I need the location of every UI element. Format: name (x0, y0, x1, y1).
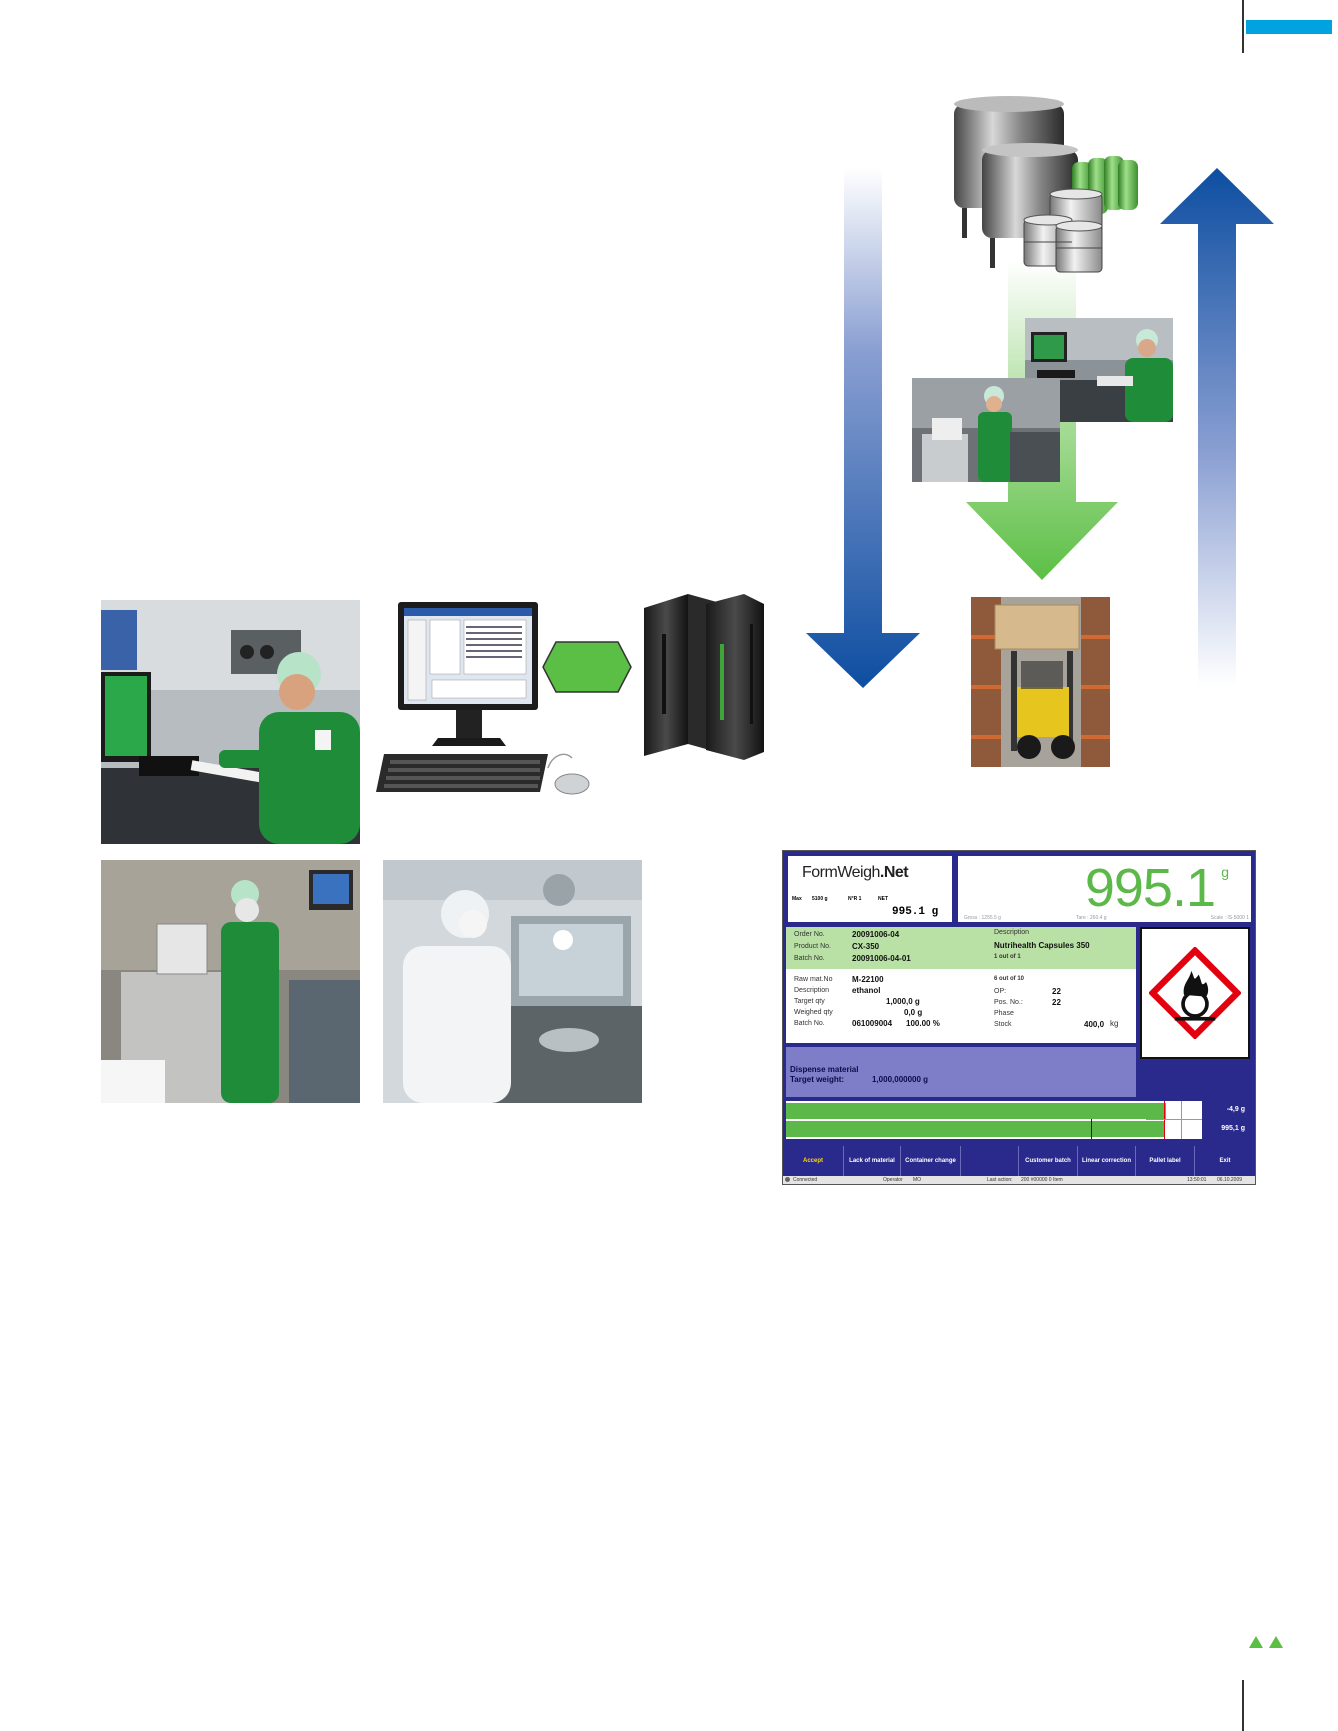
page-next-triangle-icon[interactable] (1248, 1634, 1290, 1650)
accept-button[interactable]: Accept (783, 1146, 844, 1176)
empty-function-button[interactable] (961, 1146, 1019, 1176)
target-qty-value: 1,000,0 g (886, 997, 920, 1006)
mat-desc-value: ethanol (852, 986, 881, 995)
photo-forklift-warehouse (971, 597, 1110, 767)
mat-batch-value: 061009004 (852, 1019, 893, 1028)
order-panel: Order No. 20091006-04 Product No. CX-350… (786, 927, 1136, 969)
product-no-label: Product No. (794, 943, 831, 950)
info-small-weight: 995.1 g (892, 906, 939, 918)
weighed-qty-label: Weighed qty (794, 1009, 833, 1016)
tanks-illustration (954, 96, 1138, 273)
status-bar: Connected Operator MO Last action: 200 #… (783, 1176, 1255, 1184)
photo-cleanroom-operator (383, 860, 642, 1103)
logo-dot-net: .Net (879, 864, 909, 881)
status-last-label: Last action: (987, 1177, 1013, 1183)
stock-label: Stock (994, 1021, 1012, 1028)
product-no-value: CX-350 (852, 942, 880, 951)
scale-strip: Gross : 1255.5 g Tare : 260.4 g Scale : … (958, 915, 1251, 922)
op-value: 22 (1052, 987, 1061, 996)
computer-workstation-illustration (376, 602, 590, 795)
exit-button[interactable]: Exit (1219, 1158, 1231, 1164)
logo-weigh: Weigh (837, 864, 880, 881)
status-last-value: 200 #00000 0 Item (1021, 1177, 1063, 1183)
material-panel: Raw mat.No M-22100 Description ethanol T… (786, 969, 1136, 1043)
phase-label: Phase (994, 1010, 1014, 1017)
info-max-value: 5100 g (812, 896, 828, 902)
tolerance-marker (1164, 1101, 1165, 1139)
container-change-button[interactable]: Container change (901, 1146, 961, 1176)
status-operator-value: MO (913, 1177, 922, 1183)
mat-batch-pct: 100.00 % (906, 1019, 940, 1028)
raw-mat-label: Raw mat.No (794, 976, 833, 983)
scale-tare: Tare : 260.4 g (1076, 915, 1107, 921)
server-illustration (644, 594, 764, 760)
lack-of-material-button[interactable]: Lack of material (844, 1146, 901, 1176)
order-no-label: Order No. (794, 931, 825, 938)
info-net: NET (878, 896, 888, 902)
bar-gridline (1146, 1119, 1202, 1120)
batch-no-value: 20091006-04-01 (852, 954, 911, 963)
batch-no-label: Batch No. (794, 955, 825, 962)
formweigh-screen: FormWeigh.Net Max 5100 g N°R 1 NET 995.1… (782, 850, 1256, 1185)
top-rule (1242, 0, 1244, 53)
customer-batch-button[interactable]: Customer batch (1019, 1146, 1078, 1176)
logo-panel: FormWeigh.Net Max 5100 g N°R 1 NET 995.1… (786, 854, 954, 924)
photo-weighing-station (912, 378, 1060, 482)
dispense-target-value: 1,000,000000 g (872, 1075, 929, 1084)
order-desc-label: Description (994, 929, 1030, 936)
scale-gross: Gross : 1255.5 g (964, 915, 1001, 921)
mat-batch-label: Batch No. (794, 1020, 825, 1027)
bar-gridline (1091, 1119, 1092, 1139)
big-weight-unit: g (1221, 864, 1229, 880)
accent-bar (1246, 20, 1332, 34)
status-date: 06.10.2009 (1217, 1177, 1243, 1183)
photo-dispensing-booth (101, 860, 360, 1103)
bar-total-value: 995,1 g (1221, 1125, 1245, 1132)
progress-area (786, 1101, 1202, 1139)
pos-no-label: Pos. No.: (994, 999, 1023, 1006)
connected-dot-icon (785, 1177, 790, 1182)
flammable-hazard-icon (1149, 947, 1241, 1039)
blue-down-arrow (806, 168, 920, 688)
bottom-rule (1242, 1680, 1244, 1731)
photo-lab-operator-desk (101, 600, 360, 844)
connection-pill (542, 641, 632, 693)
status-time: 13:50:01 (1187, 1177, 1207, 1183)
weighed-qty-value: 0,0 g (904, 1008, 923, 1017)
status-operator-label: Operator (883, 1177, 903, 1183)
blue-up-arrow (1160, 168, 1274, 686)
raw-mat-value: M-22100 (852, 975, 884, 984)
order-no-value: 20091006-04 (852, 930, 900, 939)
bar-gridline (1181, 1101, 1182, 1139)
dispense-target-label: Target weight: (790, 1075, 845, 1084)
status-connected: Connected (793, 1177, 818, 1183)
formweigh-logo: FormWeigh.Net (802, 864, 909, 882)
linear-correction-button[interactable]: Linear correction (1078, 1146, 1136, 1176)
logo-form: Form (802, 864, 838, 881)
target-qty-label: Target qty (794, 998, 825, 1005)
stock-unit: kg (1110, 1019, 1119, 1028)
order-desc-value: Nutrihealth Capsules 350 (994, 941, 1090, 950)
op-label: OP: (994, 988, 1007, 995)
weight-display-panel: 995.1 g Gross : 1255.5 g Tare : 260.4 g … (956, 854, 1253, 924)
stock-value: 400,0 (1084, 1020, 1105, 1029)
pallet-label-button[interactable]: Pallet label (1136, 1146, 1195, 1176)
big-weight-value: 995.1 (1084, 858, 1216, 918)
mat-count: 6 out of 10 (994, 976, 1025, 982)
scale-id: Scale : IS-5000 1 (1210, 915, 1249, 921)
weight-bar (786, 1121, 1164, 1137)
hazard-panel (1140, 927, 1250, 1059)
info-max: Max (792, 896, 802, 902)
target-bar (786, 1103, 1166, 1119)
dispense-title: Dispense material (790, 1065, 859, 1074)
photo-operator-at-terminal (1025, 318, 1173, 422)
dispense-panel: Dispense material Target weight: 1,000,0… (786, 1047, 1136, 1097)
pos-no-value: 22 (1052, 998, 1061, 1007)
bar-diff-value: -4,9 g (1226, 1106, 1245, 1113)
info-n: N°R 1 (848, 896, 862, 902)
order-desc-sub: 1 out of 1 (994, 954, 1021, 960)
mat-desc-label: Description (794, 987, 830, 994)
